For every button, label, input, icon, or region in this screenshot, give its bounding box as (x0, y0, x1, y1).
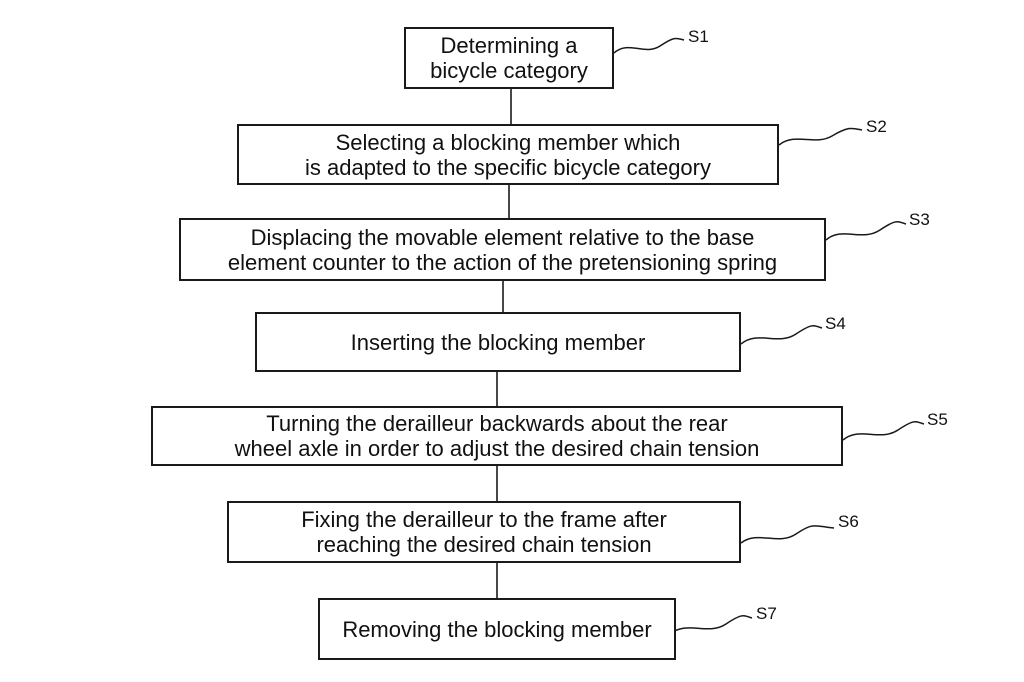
step-box-s6: Fixing the derailleur to the frame after… (227, 501, 741, 563)
step-box-s4: Inserting the blocking member (255, 312, 741, 372)
step-text-s1: Determining a bicycle category (430, 33, 588, 83)
step-text-s5: Turning the derailleur backwards about t… (234, 411, 760, 461)
leader-line-s6 (740, 525, 835, 544)
step-text-s6: Fixing the derailleur to the frame after… (301, 507, 667, 557)
step-label-s1: S1 (688, 27, 709, 46)
step-box-s2: Selecting a blocking member which is ada… (237, 124, 779, 185)
leader-line-s3 (825, 221, 907, 241)
step-label-s7: S7 (756, 604, 777, 623)
step-label-s6: S6 (838, 512, 859, 531)
leader-line-s2 (778, 127, 863, 146)
step-label-s3: S3 (909, 210, 930, 229)
step-text-s3: Displacing the movable element relative … (227, 224, 778, 275)
step-text-s4: Inserting the blocking member (350, 329, 646, 355)
step-label-s4: S4 (825, 314, 846, 333)
step-box-s1: Determining a bicycle category (404, 27, 614, 89)
step-box-s5: Turning the derailleur backwards about t… (151, 406, 843, 466)
step-box-s7: Removing the blocking member (318, 598, 676, 660)
leader-line-s5 (842, 421, 925, 441)
leader-line-s7 (669, 615, 753, 635)
leader-line-s1 (613, 37, 685, 54)
step-text-s7: Removing the blocking member (342, 616, 652, 642)
step-box-s3: Displacing the movable element relative … (179, 218, 826, 281)
step-label-s2: S2 (866, 117, 887, 136)
step-text-s2: Selecting a blocking member which is ada… (304, 129, 711, 180)
step-label-s5: S5 (927, 410, 948, 429)
leader-line-s4 (740, 325, 823, 345)
